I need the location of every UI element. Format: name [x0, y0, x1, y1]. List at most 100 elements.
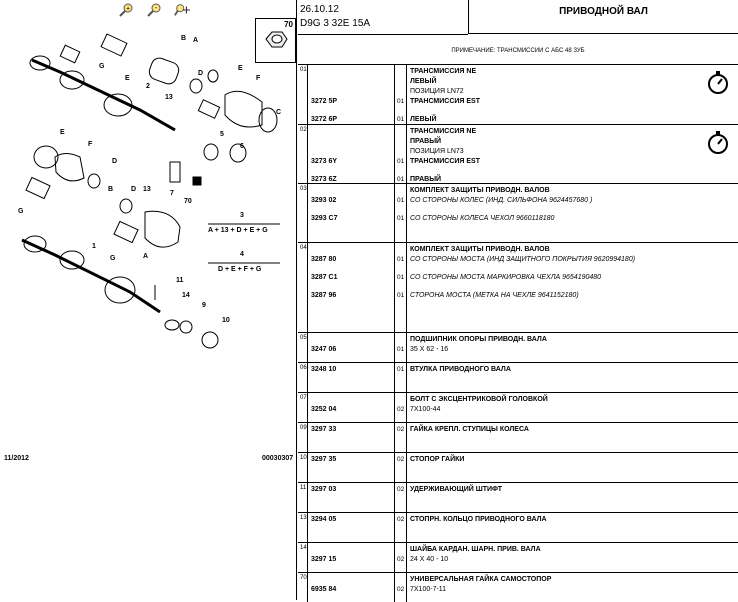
position-number: 07: [298, 393, 308, 422]
svg-text:D: D: [112, 158, 117, 165]
stopwatch-icon[interactable]: [706, 69, 730, 100]
part-reference[interactable]: 3273 6Y: [311, 158, 338, 165]
svg-text:10: 10: [222, 317, 230, 324]
reference-cell: 3297 15: [309, 543, 395, 572]
description-line: СТОПОР ГАЙКИ: [410, 456, 465, 463]
zoom-out-icon[interactable]: -: [146, 3, 162, 17]
svg-text:-: -: [154, 5, 157, 12]
svg-text:E: E: [60, 129, 65, 136]
part-reference[interactable]: 3252 04: [311, 406, 337, 413]
footer-date: 11/2012: [4, 455, 29, 462]
position-number: 13: [298, 513, 308, 542]
svg-text:G: G: [110, 255, 116, 262]
part-reference[interactable]: 3297 35: [311, 456, 337, 463]
position-number: 05: [298, 333, 308, 362]
description-line: СТОРОНА МОСТА (МЕТКА НА ЧЕХЛЕ 9641152180…: [410, 292, 579, 299]
svg-text:A: A: [193, 37, 198, 44]
part-reference[interactable]: 3273 6Z: [311, 176, 337, 183]
reference-cell: 3294 05: [309, 513, 395, 542]
pan-zoom-icon[interactable]: [174, 3, 190, 17]
description-cell: СТОПРН. КОЛЬЦО ПРИВОДНОГО ВАЛА: [407, 513, 738, 542]
formula-3-number: 3: [240, 212, 244, 219]
formula-3-expr: A + 13 + D + E + G: [208, 227, 268, 234]
part-reference[interactable]: 3287 96: [311, 292, 337, 299]
position-number: 06: [298, 363, 308, 392]
svg-text:B: B: [108, 186, 113, 193]
description-line: ПОЗИЦИЯ LN72: [410, 88, 464, 95]
zoom-in-icon[interactable]: +: [118, 3, 134, 17]
position-number: 14: [298, 543, 308, 572]
part-quantity: 01: [397, 116, 405, 123]
reference-cell: 6935 84: [309, 573, 395, 602]
reference-cell: 3293 02 3293 C7: [309, 184, 395, 242]
part-reference[interactable]: 3272 5P: [311, 98, 338, 105]
svg-text:5: 5: [220, 131, 224, 138]
part-reference[interactable]: 3287 C1: [311, 274, 338, 281]
part-reference[interactable]: 6935 84: [311, 586, 337, 593]
part-quantity: 01: [397, 197, 405, 204]
header-info: 26.10.12 D9G 3 32E 15A: [298, 0, 468, 35]
svg-text:13: 13: [165, 94, 173, 101]
part-quantity: 02: [397, 456, 405, 463]
part-reference[interactable]: 3247 06: [311, 346, 337, 353]
description-line: 7X100-44: [410, 406, 441, 413]
quantity-cell: 01: [395, 363, 407, 392]
reference-cell: 3252 04: [309, 393, 395, 422]
quantity-cell: 02: [395, 453, 407, 482]
part-reference[interactable]: 3293 C7: [311, 215, 338, 222]
description-line: ПОДШИПНИК ОПОРЫ ПРИВОДН. ВАЛА: [410, 336, 547, 343]
description-line: ТРАНСМИССИЯ EST: [410, 158, 480, 165]
description-cell: СТОПОР ГАЙКИ: [407, 453, 738, 482]
description-line: ЛЕВЫЙ: [410, 78, 437, 85]
svg-text:2: 2: [146, 83, 150, 90]
description-line: СТОПРН. КОЛЬЦО ПРИВОДНОГО ВАЛА: [410, 516, 547, 523]
part-reference[interactable]: 3248 10: [311, 366, 337, 373]
part-reference[interactable]: 3293 02: [311, 197, 337, 204]
hex-nut-icon: [265, 31, 288, 48]
part-reference[interactable]: 3297 33: [311, 426, 337, 433]
page-title: ПРИВОДНОЙ ВАЛ: [468, 0, 738, 34]
svg-text:D: D: [198, 70, 203, 77]
part-quantity: 01: [397, 346, 405, 353]
stopwatch-icon[interactable]: [706, 129, 730, 160]
description-line: СО СТОРОНЫ МОСТА МАРКИРОВКА ЧЕХЛА 965419…: [410, 274, 602, 281]
description-line: ПРАВЫЙ: [410, 176, 442, 183]
part-reference[interactable]: 3287 80: [311, 256, 337, 263]
svg-text:F: F: [256, 75, 261, 82]
svg-text:7: 7: [170, 190, 174, 197]
position-number: 03: [298, 184, 308, 242]
description-line: ТРАНСМИССИЯ NE: [410, 68, 477, 75]
part-reference[interactable]: 3297 03: [311, 486, 337, 493]
quantity-cell: 02: [395, 483, 407, 512]
svg-text:A: A: [143, 253, 148, 260]
svg-text:G: G: [18, 208, 24, 215]
part-reference[interactable]: 3297 15: [311, 556, 337, 563]
part-reference[interactable]: 3272 6P: [311, 116, 338, 123]
part-reference[interactable]: 3294 05: [311, 516, 337, 523]
description-line: СО СТОРОНЫ МОСТА (ИНД ЗАЩИТНОГО ПОКРЫТИЯ…: [410, 256, 636, 263]
svg-text:G: G: [99, 63, 105, 70]
header-date: 26.10.12: [300, 4, 339, 15]
